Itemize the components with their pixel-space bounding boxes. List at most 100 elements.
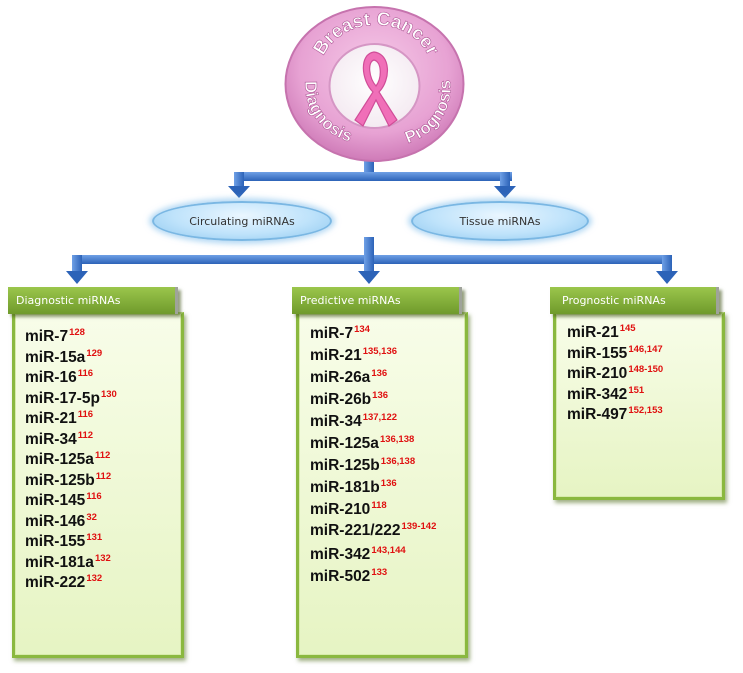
mirna-name: miR-181b [310,479,380,496]
reference-number: 136,138 [380,456,416,467]
reference-number: 112 [95,470,112,482]
mirna-item: miR-221/222139-142 [310,521,455,540]
mirna-item: miR-210148-150 [567,364,663,385]
mirna-name: miR-34 [25,430,77,448]
reference-number: 32 [86,511,97,523]
mirna-item: miR-14632 [25,512,117,533]
reference-number: 132 [94,552,111,564]
reference-number: 116 [86,491,102,502]
reference-number: 133 [371,567,388,578]
mirna-item: miR-125a136,138 [310,433,455,455]
mirna-item: miR-155146,147 [567,344,663,365]
mirna-name: miR-125a [310,435,379,452]
mirna-item: miR-26b136 [310,389,455,411]
prognostic-header: Prognostic miRNAs [550,287,719,314]
mirna-item: miR-125b112 [25,471,117,492]
mirna-item: miR-34137,122 [310,411,455,433]
mirna-name: miR-342 [310,546,371,563]
mirna-name: miR-502 [310,568,371,585]
reference-number: 130 [100,388,117,400]
mirna-name: miR-155 [567,344,628,362]
reference-number: 134 [354,324,370,335]
mirna-item: miR-7128 [25,327,117,348]
reference-number: 112 [94,450,111,461]
mirna-name: miR-15a [25,348,86,366]
connector-drop-diagnostic [72,255,82,271]
breast-cancer-badge: Breast Cancer Diagnosis Prognosis [284,6,465,162]
mirna-name: miR-125b [25,471,95,489]
mirna-name: miR-210 [567,365,628,382]
reference-number: 151 [628,384,645,396]
connector-drop-left [234,172,244,186]
diagnostic-header: Diagnostic miRNAs [8,287,178,314]
reference-number: 145 [619,323,636,334]
reference-number: 129 [86,347,103,359]
mirna-item: miR-34112 [25,430,117,451]
reference-number: 118 [371,500,387,511]
mirna-item: miR-181b136 [310,477,455,499]
mirna-name: miR-125b [310,457,380,474]
connector-drop-right [500,172,510,186]
mirna-item: miR-342143,144 [310,544,455,566]
mirna-item: miR-497152,153 [567,405,663,426]
reference-number: 139-142 [401,521,437,532]
mirna-item: miR-7134 [310,323,455,345]
mirna-name: miR-222 [25,574,86,591]
circulating-mirnas-label: Circulating miRNAs [189,214,295,228]
mirna-item: miR-21145 [567,323,663,344]
mirna-name: miR-26a [310,369,371,386]
mirna-item: miR-502133 [310,566,455,588]
reference-number: 136 [380,478,397,489]
reference-number: 136 [371,368,388,379]
mirna-name: miR-181a [25,553,94,571]
mirna-item: miR-222132 [25,573,117,594]
arrowhead-predictive [358,271,380,284]
mirna-item: miR-26a136 [310,367,455,389]
mirna-name: miR-125a [25,451,94,468]
mirna-name: miR-342 [567,385,628,403]
pink-ribbon-icon [354,51,398,127]
reference-number: 152,153 [628,405,663,416]
mirna-item: miR-21135,136 [310,345,455,367]
connector-stem-bottom [364,237,374,258]
mirna-name: miR-145 [25,492,86,509]
reference-number: 146,147 [628,343,663,355]
mirna-name: miR-146 [25,512,86,530]
reference-number: 137,122 [362,412,398,423]
reference-number: 128 [69,327,85,338]
mirna-item: miR-155131 [25,532,117,553]
connector-drop-predictive [364,255,374,271]
mirna-name: miR-16 [25,369,77,386]
mirna-item: miR-145116 [25,491,117,512]
predictive-header: Predictive miRNAs [292,287,462,314]
connector-bar-top [234,172,512,181]
reference-number: 116 [77,368,94,379]
mirna-item: miR-125b136,138 [310,455,455,477]
connector-stem-top [364,160,374,176]
tissue-mirnas-node: Tissue miRNAs [411,201,589,241]
mirna-name: miR-21 [310,347,362,364]
mirna-name: miR-497 [567,406,628,423]
mirna-item: miR-17-5p130 [25,389,117,410]
mirna-name: miR-7 [310,325,354,342]
reference-number: 116 [77,409,94,420]
mirna-name: miR-26b [310,391,372,408]
arrowhead-prognostic [656,271,678,284]
mirna-name: miR-17-5p [25,389,100,407]
arrowhead-tissue [494,186,516,198]
mirna-name: miR-155 [25,533,86,550]
reference-number: 132 [86,573,103,584]
mirna-item: miR-15a129 [25,348,117,369]
mirna-item: miR-181a132 [25,553,117,574]
tissue-mirnas-label: Tissue miRNAs [459,214,541,228]
prognostic-card [553,312,725,500]
mirna-name: miR-210 [310,501,371,518]
arrowhead-diagnostic [66,271,88,284]
mirna-item: miR-21116 [25,409,117,430]
connector-drop-prognostic [662,255,672,271]
reference-number: 112 [77,429,94,441]
arrowhead-circulating [228,186,250,198]
